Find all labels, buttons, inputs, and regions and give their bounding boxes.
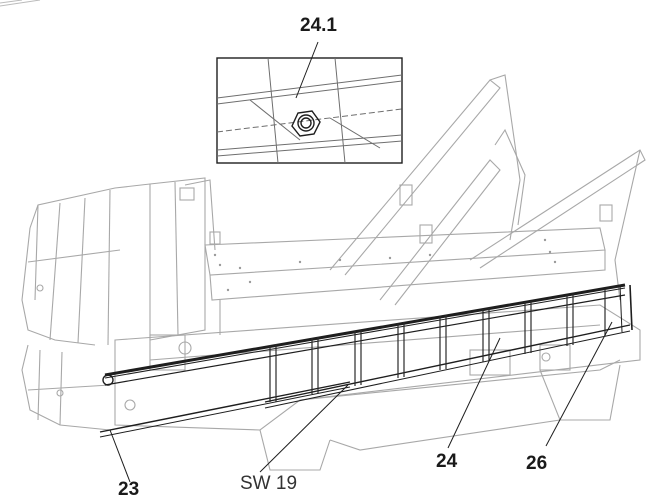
callout-24-1: 24.1 (300, 15, 337, 36)
callout-24: 24 (436, 451, 458, 472)
background-frame (21, 74, 646, 471)
detail-inset (216, 41, 403, 164)
leader-lines (109, 321, 613, 483)
beam-holes (213, 238, 557, 292)
callout-23: 23 (118, 479, 140, 500)
callout-sw19: SW 19 (240, 473, 298, 494)
nut-icon (291, 110, 321, 137)
rail-assembly (99, 283, 633, 438)
corner-artifact (0, 0, 41, 7)
rail-rungs (269, 289, 606, 402)
callout-26: 26 (526, 453, 548, 474)
